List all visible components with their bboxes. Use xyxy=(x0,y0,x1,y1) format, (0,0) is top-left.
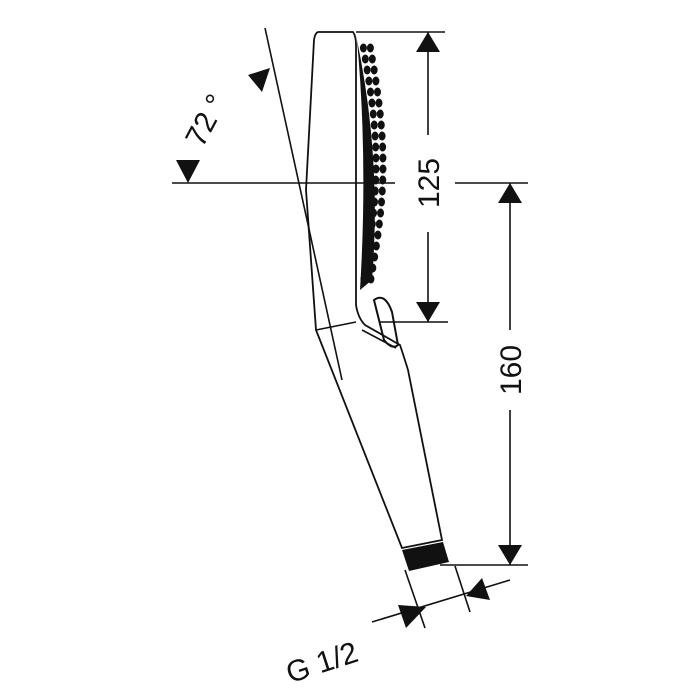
nozzle-dot xyxy=(375,98,383,108)
nozzle-dot xyxy=(372,76,380,86)
nozzle-dot xyxy=(365,241,373,251)
spray-nozzles xyxy=(357,40,387,290)
nozzle-dot xyxy=(368,54,376,64)
nozzle-dot xyxy=(379,153,387,163)
nozzle-dot xyxy=(376,109,384,119)
nozzle-dot xyxy=(361,54,369,64)
nozzle-dot xyxy=(370,65,378,75)
nozzle-dot xyxy=(372,164,380,174)
thread-connector xyxy=(402,542,449,571)
dimension-125: 125 xyxy=(413,158,446,208)
nozzle-dot xyxy=(374,87,382,97)
nozzle-dot xyxy=(368,98,376,108)
nozzle-dot xyxy=(374,230,382,240)
thread-g-half: G 1/2 xyxy=(282,636,362,690)
nozzle-dot xyxy=(360,274,368,284)
nozzle-dot xyxy=(379,164,387,174)
shower-body xyxy=(305,31,444,550)
nozzle-dot xyxy=(359,43,367,53)
nozzle-dot xyxy=(367,87,375,97)
nozzle-dot xyxy=(378,131,386,141)
dimension-arrows xyxy=(176,32,522,628)
dimension-lines xyxy=(172,27,528,629)
nozzle-dot xyxy=(369,263,377,273)
nozzle-dot xyxy=(367,230,375,240)
nozzle-dot xyxy=(363,65,371,75)
nozzle-dot xyxy=(364,252,372,262)
nozzle-dot xyxy=(377,120,385,130)
nozzle-dot xyxy=(372,153,380,163)
nozzle-dot xyxy=(371,252,379,262)
nozzle-dot xyxy=(370,208,378,218)
nozzle-dot xyxy=(378,186,386,196)
angle-72: 72 ° xyxy=(179,89,233,152)
nozzle-dot xyxy=(370,120,378,130)
nozzle-dot xyxy=(379,142,387,152)
nozzle-dot xyxy=(371,186,379,196)
nozzle-dot xyxy=(367,274,375,284)
nozzle-dot xyxy=(371,131,379,141)
nozzle-dot xyxy=(366,43,374,53)
nozzle-dot xyxy=(372,142,380,152)
nozzle-dot xyxy=(371,197,379,207)
nozzle-dot xyxy=(362,263,370,273)
nozzle-dot xyxy=(368,219,376,229)
nozzle-dot xyxy=(375,219,383,229)
nozzle-dot xyxy=(377,208,385,218)
nozzle-dot xyxy=(378,197,386,207)
nozzle-dot xyxy=(369,109,377,119)
nozzle-dot xyxy=(372,241,380,251)
dimension-160: 160 xyxy=(495,345,528,395)
nozzle-dot xyxy=(365,76,373,86)
